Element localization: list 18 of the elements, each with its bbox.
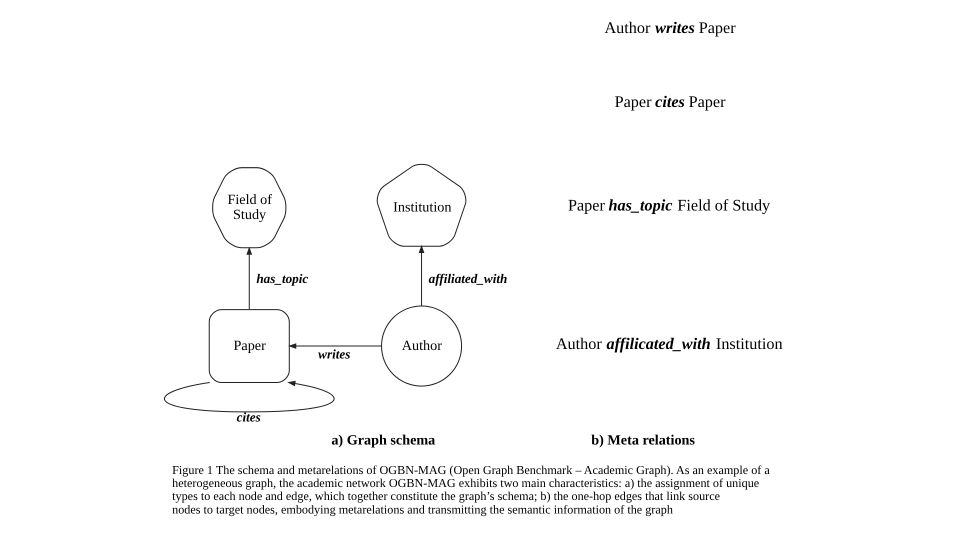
arrow	[418, 244, 424, 306]
edge-label: has_topic	[256, 271, 308, 286]
caption: Figure 1 The schema and metarelations of OGBN-MAG (Open Graph Benchmark – Academic Graph). As an example of a heterogeneous graph, the academic network OGBN-MAG exhibits two main characteristics: a) the assignment of unique types to each node and edge, which together constitute the graph’s schema; b) the one-hop edges that link source nodes to target nodes, embodying metarelations and transmitting the semantic information of the graph	[172, 462, 770, 516]
label: a) Graph schema	[331, 432, 436, 449]
label: Author writes Paper	[604, 19, 736, 38]
node-circle: Author	[381, 306, 462, 387]
arrow	[164, 380, 334, 412]
label: b) Meta relations	[591, 432, 695, 449]
arrow	[246, 246, 252, 310]
label: Paper cites Paper	[614, 93, 726, 112]
arrow	[288, 343, 382, 349]
node-circle: Field of Study	[212, 167, 286, 248]
edge-label: cites	[236, 409, 261, 424]
label: Author affilicated_with Institution	[556, 334, 783, 353]
edge-label: affiliated_with	[428, 271, 508, 286]
edge-label: writes	[318, 346, 350, 362]
label: Paper has_topic Field of Study	[568, 196, 770, 215]
node-box: Paper	[208, 309, 290, 384]
